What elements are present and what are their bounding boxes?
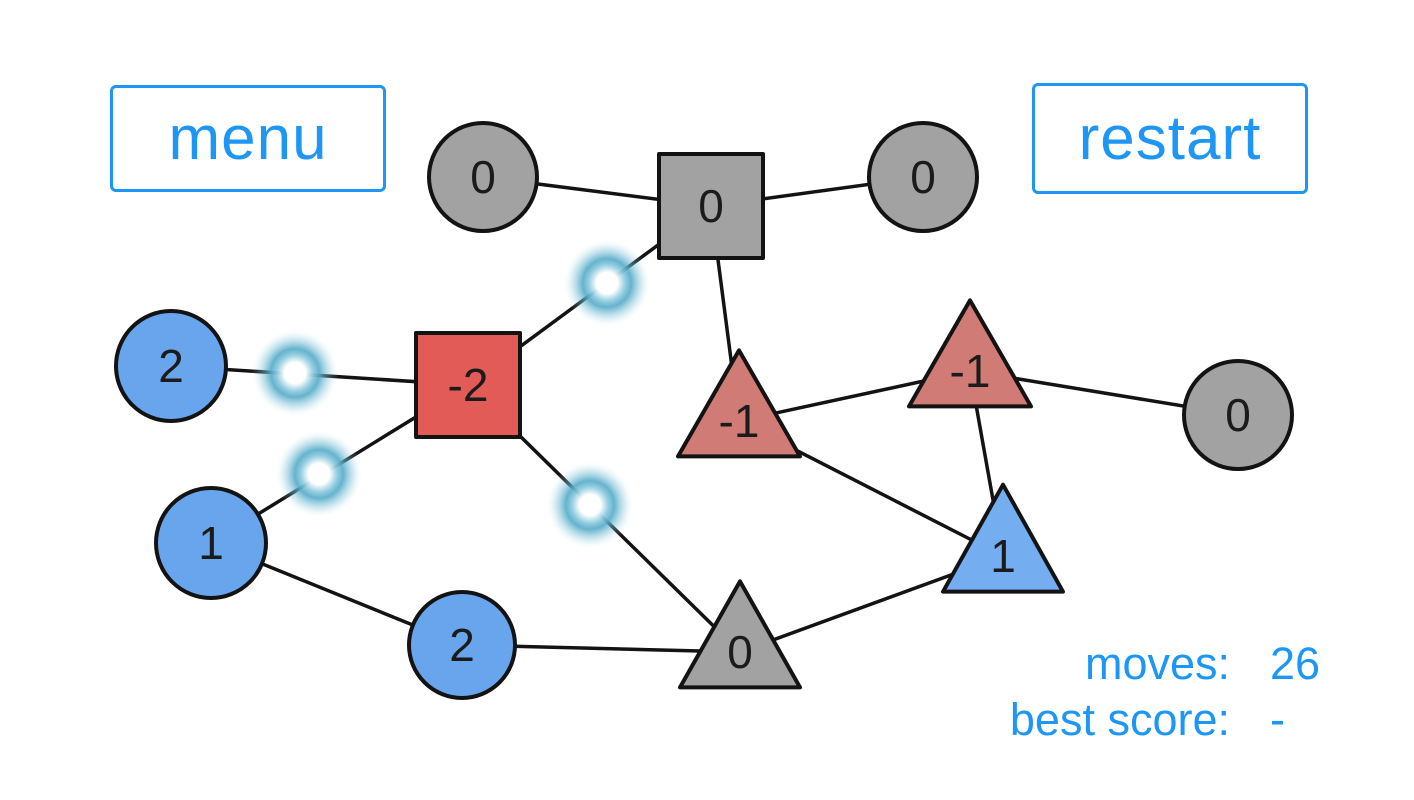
edge-glow-4[interactable] bbox=[546, 461, 634, 549]
node-circle-c2a[interactable] bbox=[114, 309, 228, 423]
node-square-sm2[interactable] bbox=[414, 331, 522, 439]
edge-glows-layer bbox=[251, 239, 651, 549]
score-panel: moves: 26 best score: - bbox=[1010, 636, 1332, 747]
best-score-value: - bbox=[1270, 694, 1285, 745]
node-circle-c2b[interactable] bbox=[407, 590, 517, 700]
node-circle-c0b[interactable] bbox=[867, 121, 979, 233]
node-triangle-t0[interactable] bbox=[678, 579, 802, 690]
moves-label: moves: bbox=[1084, 638, 1230, 689]
node-circle-c0a[interactable] bbox=[427, 121, 539, 233]
edge-glow-1[interactable] bbox=[563, 239, 651, 327]
node-triangle-t1[interactable] bbox=[941, 482, 1065, 594]
node-square-s0[interactable] bbox=[657, 152, 765, 260]
menu-button[interactable]: menu bbox=[110, 85, 386, 192]
node-circle-c0c[interactable] bbox=[1182, 359, 1294, 471]
node-circle-c1[interactable] bbox=[154, 486, 268, 600]
best-score-label: best score: bbox=[1009, 694, 1230, 745]
edge-glow-2[interactable] bbox=[251, 329, 339, 417]
node-triangle-tm1a[interactable] bbox=[676, 348, 802, 459]
moves-value: 26 bbox=[1270, 638, 1321, 689]
edge-glow-3[interactable] bbox=[275, 430, 363, 518]
restart-button[interactable]: restart bbox=[1032, 83, 1308, 194]
node-triangle-tm1b[interactable] bbox=[907, 298, 1033, 409]
